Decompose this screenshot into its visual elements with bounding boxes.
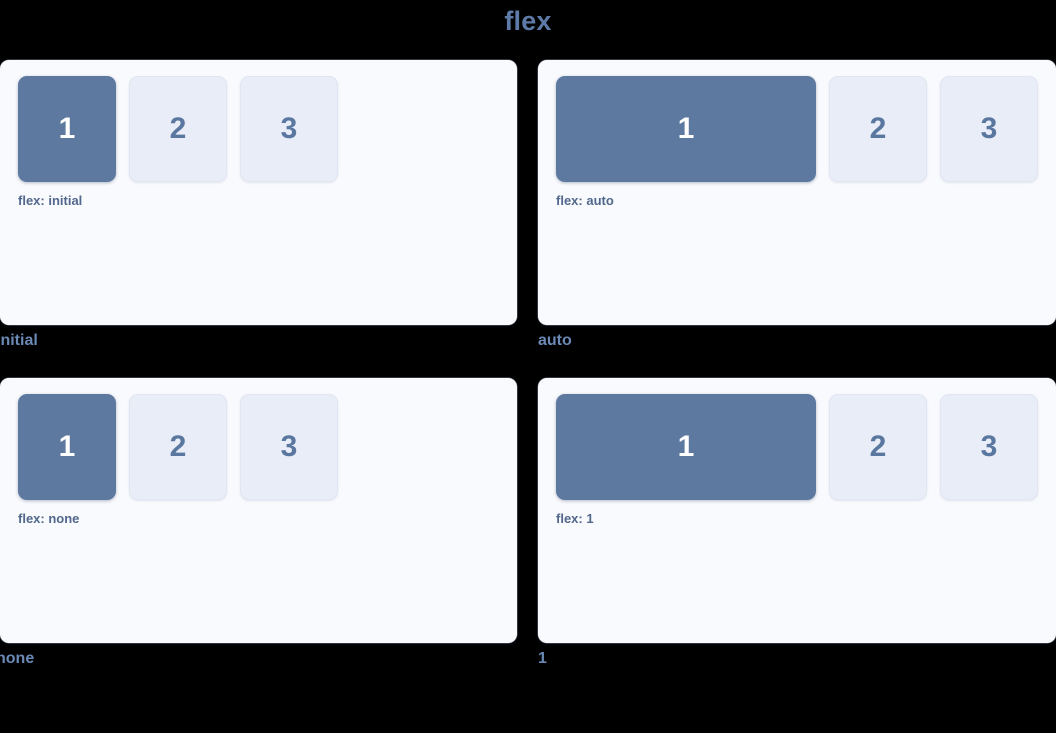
flex-item-property-label: flex: auto <box>556 193 614 208</box>
flex-item-2[interactable]: 2 <box>829 76 927 182</box>
demo-cell-one: 1 2 3 flex: 1 1 <box>538 378 1056 669</box>
flex-item-2[interactable]: 2 <box>129 76 227 182</box>
flex-item-3[interactable]: 3 <box>940 76 1038 182</box>
flex-item-1[interactable]: 1 <box>18 76 116 182</box>
flex-container-initial: 1 2 3 <box>0 76 517 182</box>
flex-item-1[interactable]: 1 <box>556 394 816 500</box>
flex-item-3[interactable]: 3 <box>240 394 338 500</box>
demo-caption-auto: auto <box>538 332 572 349</box>
flex-item-property-label: flex: 1 <box>556 511 594 526</box>
flex-item-property-label: flex: initial <box>18 193 83 208</box>
demo-cell-none: 1 2 3 flex: none none <box>0 378 517 669</box>
demo-cell-initial: 1 2 3 flex: initial initial <box>0 60 517 351</box>
flex-container-none: 1 2 3 <box>0 394 517 500</box>
demo-panel-auto: 1 2 3 flex: auto <box>538 60 1056 325</box>
flex-demo-grid: 1 2 3 flex: initial initial 1 2 3 flex: … <box>0 60 1056 669</box>
demo-panel-none: 1 2 3 flex: none <box>0 378 517 643</box>
demo-panel-initial: 1 2 3 flex: initial <box>0 60 517 325</box>
demo-caption-initial: initial <box>0 332 38 349</box>
demo-caption-none: none <box>0 650 35 667</box>
flex-item-2[interactable]: 2 <box>129 394 227 500</box>
demo-panel-one: 1 2 3 flex: 1 <box>538 378 1056 643</box>
flex-item-2[interactable]: 2 <box>829 394 927 500</box>
flex-item-1[interactable]: 1 <box>18 394 116 500</box>
flex-item-3[interactable]: 3 <box>940 394 1038 500</box>
page-title: flex <box>504 6 552 36</box>
flex-item-property-label: flex: none <box>18 511 80 526</box>
flex-container-one: 1 2 3 <box>538 394 1056 500</box>
flex-container-auto: 1 2 3 <box>538 76 1056 182</box>
flex-item-1[interactable]: 1 <box>556 76 816 182</box>
flex-item-3[interactable]: 3 <box>240 76 338 182</box>
demo-caption-one: 1 <box>538 650 547 667</box>
demo-cell-auto: 1 2 3 flex: auto auto <box>538 60 1056 351</box>
